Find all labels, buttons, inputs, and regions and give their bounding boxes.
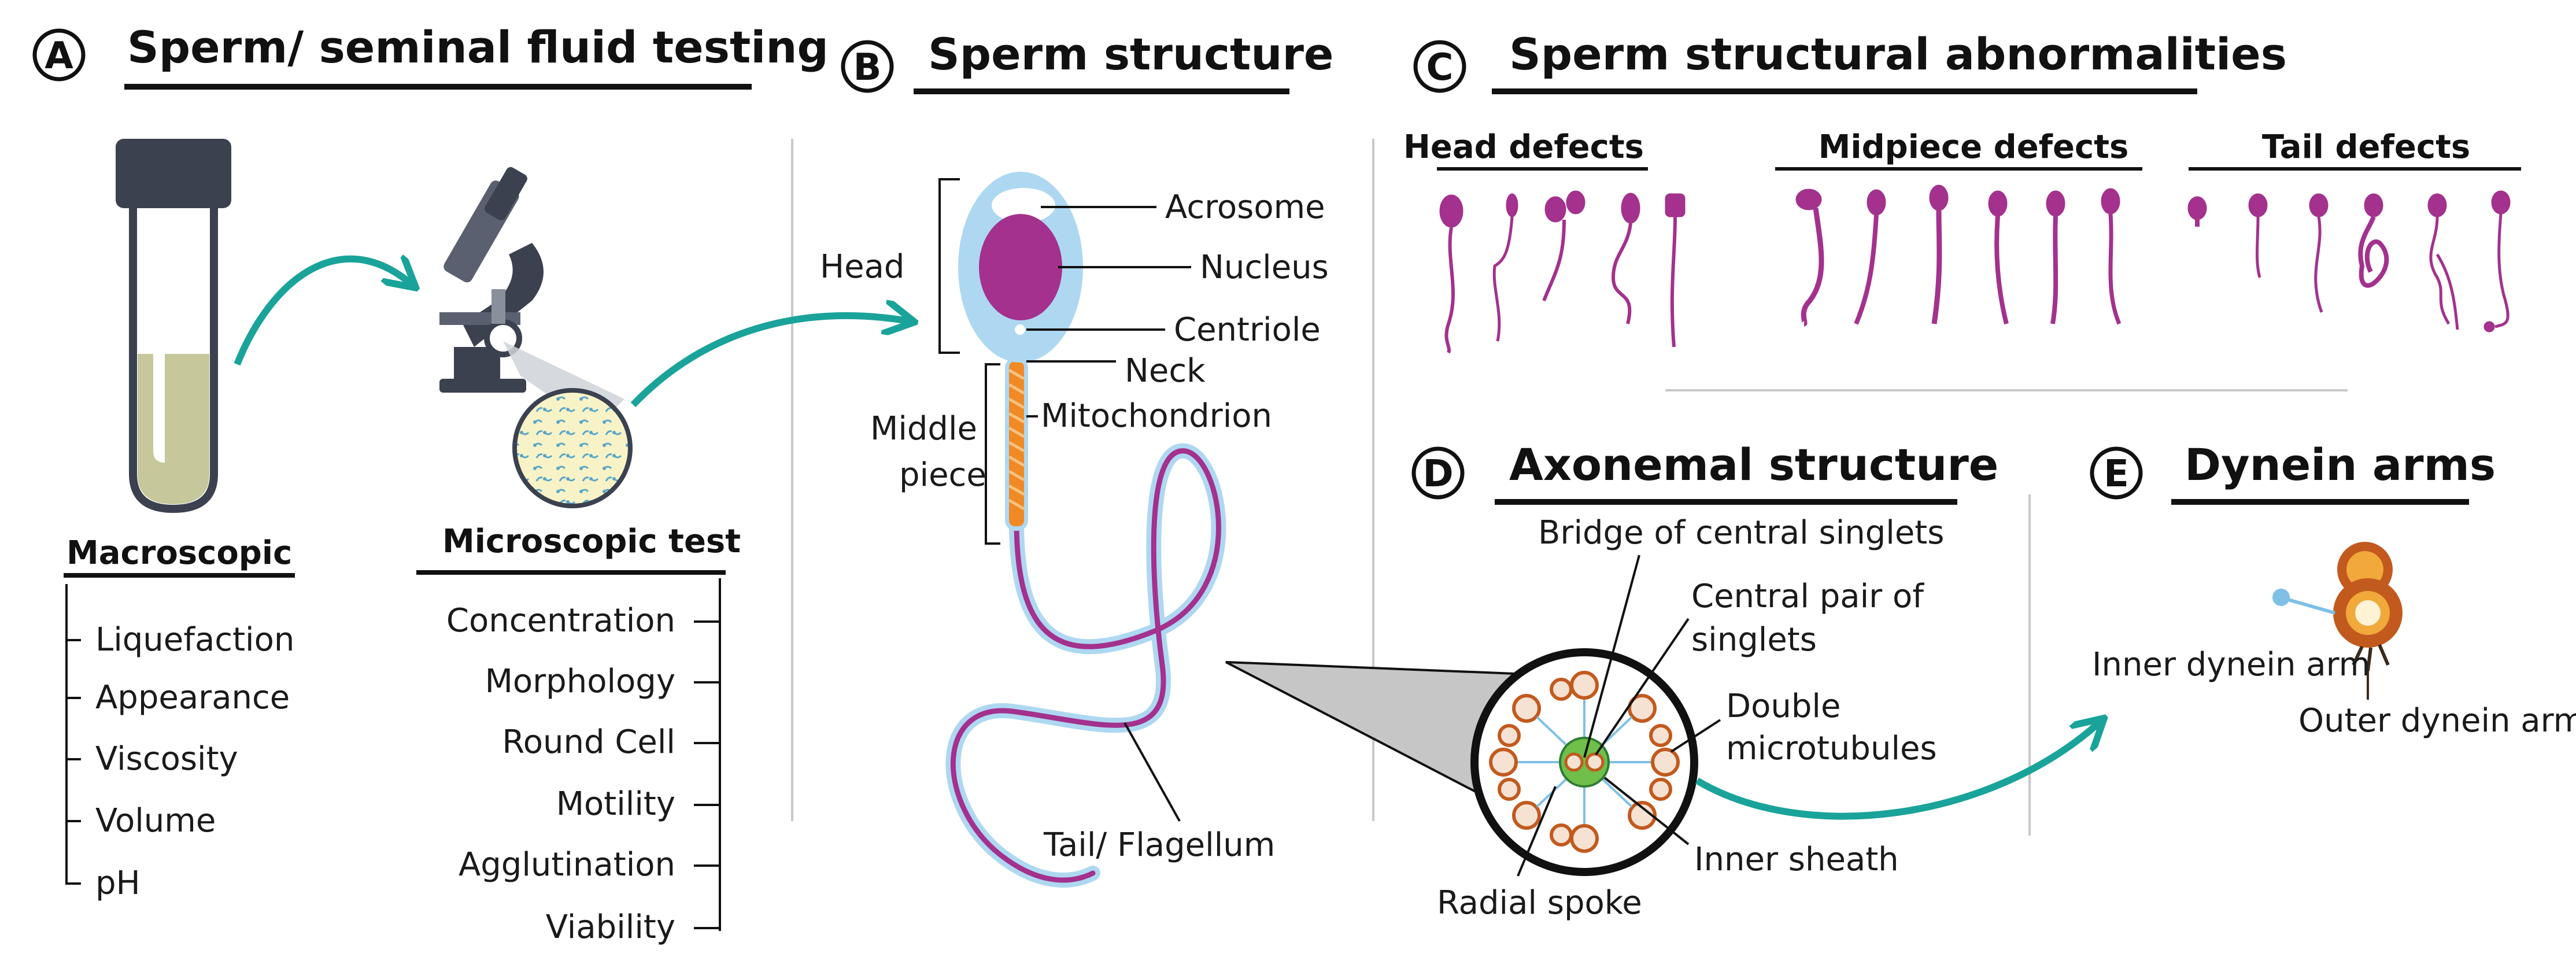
axoneme-doublets — [1489, 671, 1680, 853]
label-middle-line1: Middle — [870, 410, 977, 448]
leader-central-pair — [1595, 618, 1690, 756]
panel-e-title: Dynein arms — [2185, 439, 2496, 490]
sperm-acrosome — [992, 188, 1055, 223]
label-acrosome: Acrosome — [1165, 189, 1325, 226]
sperm-tail-outline — [945, 443, 1226, 888]
label-central-line1: Central pair of — [1691, 578, 1924, 615]
label-middle-line2: piece — [899, 456, 986, 494]
sperm-tail — [950, 448, 1221, 883]
macroscopic-item: pH — [95, 864, 141, 902]
panel-b: B Sperm structure Head Middle piece Acro… — [820, 28, 1333, 888]
microscopic-list: Concentration Morphology Round Cell Moti… — [446, 602, 720, 946]
sperm-sample-circle — [512, 388, 633, 508]
badge-c-circle — [1413, 40, 1466, 93]
microscopic-item: Agglutination — [459, 846, 675, 884]
arrow-axoneme-to-dynein — [1695, 723, 2099, 820]
label-centriole: Centriole — [1174, 311, 1321, 349]
group-tail-defects: Tail defects — [2262, 128, 2470, 166]
leader-tail — [1123, 722, 1181, 822]
leader-inner-sheath — [1603, 777, 1690, 845]
group-midpiece-defects: Midpiece defects — [1819, 128, 2129, 166]
badge-c: C — [1426, 46, 1454, 89]
label-inner-sheath: Inner sheath — [1694, 841, 1899, 878]
badge-d-circle — [1411, 446, 1465, 500]
mitochondria-pattern — [1008, 368, 1025, 511]
midpiece-defect-sperms — [1795, 184, 2122, 327]
label-inner-dynein: Inner dynein arm — [2092, 646, 2370, 683]
panel-d-title: Axonemal structure — [1509, 439, 1998, 490]
panel-a: A Sperm/ seminal fluid testing — [32, 21, 908, 946]
label-neck: Neck — [1125, 352, 1206, 390]
badge-a: A — [45, 35, 73, 77]
inner-dynein-arm-stalk — [2283, 597, 2335, 615]
microscopic-item: Morphology — [485, 663, 675, 700]
badge-a-circle — [32, 28, 86, 82]
label-mitochondrion: Mitochondrion — [1041, 397, 1272, 435]
central-singlet-left — [1564, 752, 1584, 772]
microscopic-item: Viability — [546, 908, 675, 946]
panel-c: C Sperm structural abnormalities Head de… — [1403, 28, 2521, 354]
head-defect-sperms — [1439, 190, 1686, 354]
tail-defect-sperms — [2187, 190, 2511, 332]
macroscopic-heading: Macroscopic — [66, 534, 292, 572]
inner-dynein-arm-head — [2272, 589, 2290, 606]
inner-sheath — [1559, 737, 1610, 788]
panel-a-title: Sperm/ seminal fluid testing — [127, 21, 829, 73]
sperm-nucleus — [979, 214, 1062, 320]
label-double-line2: microtubules — [1726, 730, 1937, 767]
leader-radial-spoke — [1517, 786, 1557, 877]
label-double-line1: Double — [1726, 688, 1840, 725]
badge-b: B — [853, 46, 882, 89]
label-bridge: Bridge of central singlets — [1538, 514, 1944, 552]
leader-double — [1670, 719, 1721, 753]
label-radial-spoke: Radial spoke — [1437, 884, 1642, 922]
macroscopic-item: Liquefaction — [95, 621, 294, 659]
badge-e: E — [2104, 453, 2129, 496]
macroscopic-list: Liquefaction Appearance Viscosity Volume… — [66, 621, 294, 902]
panel-b-title: Sperm structure — [928, 28, 1333, 80]
sperm-centriole — [1015, 324, 1025, 335]
label-outer-dynein: Outer dynein arm — [2298, 702, 2576, 740]
panel-e: E Dynein arms Inner dynein arm Outer dyn… — [2090, 439, 2576, 740]
badge-b-circle — [841, 40, 894, 93]
central-singlet-right — [1585, 752, 1605, 772]
microscopic-item: Round Cell — [502, 723, 675, 761]
arrow-tube-to-microscope — [234, 259, 411, 366]
microscopic-heading: Microscopic test — [442, 523, 741, 560]
microscope-icon — [439, 167, 544, 393]
panel-d: D Axonemal structure — [1225, 439, 2099, 922]
badge-e-circle — [2090, 446, 2143, 500]
label-head: Head — [820, 248, 904, 286]
dynein-doublet — [2333, 542, 2403, 648]
microscopic-item: Motility — [556, 785, 675, 823]
macroscopic-item: Viscosity — [95, 740, 238, 778]
macroscopic-item: Volume — [95, 802, 216, 840]
label-central-line2: singlets — [1691, 621, 1817, 659]
middle-piece-bracket — [985, 363, 1000, 545]
microscopic-item: Concentration — [446, 602, 675, 640]
group-head-defects: Head defects — [1403, 128, 1644, 166]
head-bracket — [938, 178, 960, 354]
label-tail: Tail/ Flagellum — [1043, 826, 1275, 864]
badge-d: D — [1422, 453, 1453, 496]
macroscopic-item: Appearance — [95, 679, 290, 716]
arrow-microscope-to-sperm — [630, 316, 908, 408]
test-tube-icon — [116, 139, 231, 513]
label-nucleus: Nucleus — [1200, 249, 1329, 286]
leader-bridge — [1583, 555, 1640, 758]
panel-c-title: Sperm structural abnormalities — [1509, 28, 2287, 80]
